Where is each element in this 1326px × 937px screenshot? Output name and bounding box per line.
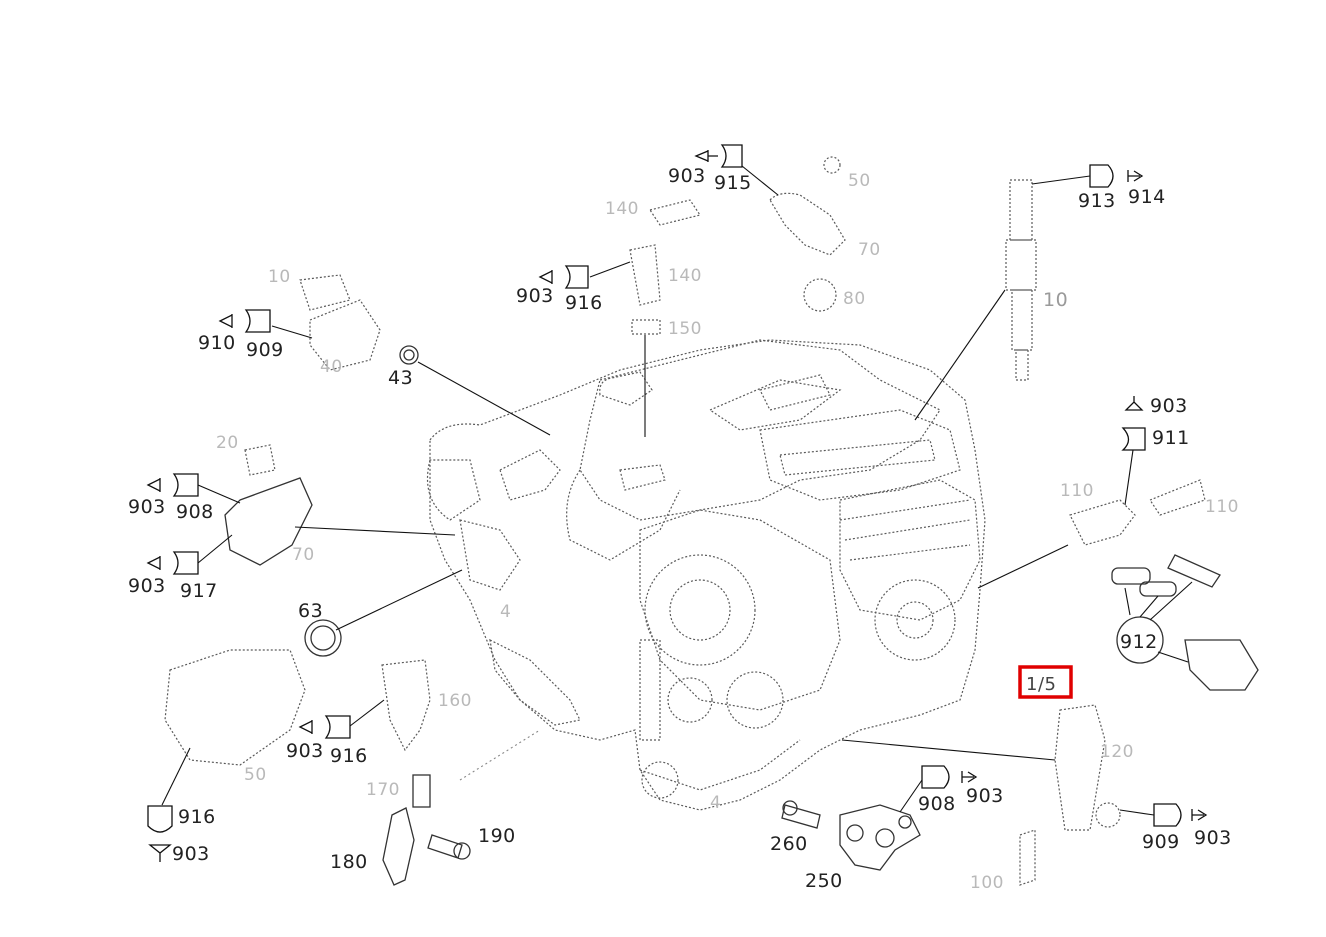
part-label-903[interactable]: 903 bbox=[128, 575, 166, 597]
part-label-63[interactable]: 63 bbox=[298, 600, 323, 622]
connector-socket-icon bbox=[147, 805, 173, 833]
part-label-903[interactable]: 903 bbox=[1194, 827, 1232, 849]
connector-pin-icon bbox=[218, 313, 233, 329]
connector-pin-icon bbox=[1191, 809, 1208, 821]
leader-lines bbox=[161, 165, 1193, 816]
svg-text:50: 50 bbox=[244, 765, 267, 785]
part-label-260[interactable]: 260 bbox=[770, 833, 808, 855]
connector-pin-icon bbox=[148, 844, 172, 862]
connector-pin-icon bbox=[298, 719, 313, 735]
part-label-190[interactable]: 190 bbox=[478, 825, 516, 847]
connector-pin-icon bbox=[146, 477, 161, 493]
part-label-915[interactable]: 915 bbox=[714, 172, 752, 194]
part-label-903[interactable]: 903 bbox=[1150, 395, 1188, 417]
svg-text:110: 110 bbox=[1060, 481, 1094, 501]
svg-text:4: 4 bbox=[500, 602, 511, 622]
connector-symbols bbox=[146, 144, 1208, 862]
connector-socket-icon bbox=[921, 765, 950, 789]
part-label-916[interactable]: 916 bbox=[565, 292, 603, 314]
faded-part-references: 50 140 140 150 70 80 10 40 20 70 160 50 … bbox=[216, 171, 1239, 893]
part-label-903[interactable]: 903 bbox=[966, 785, 1004, 807]
connector-pin-icon bbox=[146, 555, 161, 571]
part-label-909[interactable]: 909 bbox=[1142, 831, 1180, 853]
part-label-917[interactable]: 917 bbox=[180, 580, 218, 602]
part-label-908[interactable]: 908 bbox=[918, 793, 956, 815]
connector-socket-icon bbox=[324, 715, 351, 739]
connector-pin-icon bbox=[694, 150, 718, 162]
part-label-916[interactable]: 916 bbox=[178, 806, 216, 828]
part-label-914[interactable]: 914 bbox=[1128, 186, 1166, 208]
connector-socket-icon bbox=[1089, 164, 1114, 188]
connector-socket-icon bbox=[564, 265, 589, 289]
svg-text:20: 20 bbox=[216, 433, 239, 453]
connector-socket-icon bbox=[172, 551, 199, 575]
peripheral-parts bbox=[164, 156, 1259, 886]
connector-socket-icon bbox=[172, 473, 199, 497]
part-label-909[interactable]: 909 bbox=[246, 339, 284, 361]
part-label-903[interactable]: 903 bbox=[172, 843, 210, 865]
connector-pin-icon bbox=[538, 269, 553, 285]
svg-text:70: 70 bbox=[292, 545, 315, 565]
part-label-903[interactable]: 903 bbox=[128, 496, 166, 518]
highlight-box bbox=[1018, 665, 1073, 699]
connector-socket-icon bbox=[1153, 803, 1182, 827]
engine-assembly bbox=[426, 339, 986, 811]
part-label-903[interactable]: 903 bbox=[516, 285, 554, 307]
part-number-labels: 913 914 10 903 915 903 916 910 909 43 90… bbox=[128, 165, 1232, 892]
svg-text:10: 10 bbox=[268, 267, 291, 287]
connector-pin-icon bbox=[961, 771, 978, 783]
part-label-916[interactable]: 916 bbox=[330, 745, 368, 767]
svg-text:170: 170 bbox=[366, 780, 400, 800]
svg-text:40: 40 bbox=[320, 357, 343, 377]
connector-pin-icon bbox=[1127, 170, 1144, 182]
svg-text:120: 120 bbox=[1100, 742, 1134, 762]
svg-text:150: 150 bbox=[668, 319, 702, 339]
part-label-903[interactable]: 903 bbox=[668, 165, 706, 187]
svg-text:80: 80 bbox=[843, 289, 866, 309]
connector-socket-icon bbox=[1121, 427, 1146, 451]
connector-socket-icon bbox=[244, 309, 271, 333]
svg-text:140: 140 bbox=[605, 199, 639, 219]
part-label-913[interactable]: 913 bbox=[1078, 190, 1116, 212]
highlighted-part-label[interactable]: 1/5 bbox=[1026, 674, 1056, 695]
part-label-912[interactable]: 912 bbox=[1120, 631, 1158, 653]
highlighted-part-callout[interactable]: 1/5 bbox=[1018, 665, 1073, 699]
part-label-250[interactable]: 250 bbox=[805, 870, 843, 892]
part-label-910[interactable]: 910 bbox=[198, 332, 236, 354]
svg-text:110: 110 bbox=[1205, 497, 1239, 517]
part-label-10[interactable]: 10 bbox=[1043, 289, 1068, 311]
svg-text:50: 50 bbox=[848, 171, 871, 191]
svg-text:4: 4 bbox=[710, 793, 721, 813]
svg-text:100: 100 bbox=[970, 873, 1004, 893]
part-label-43[interactable]: 43 bbox=[388, 367, 413, 389]
part-label-180[interactable]: 180 bbox=[330, 851, 368, 873]
part-label-903[interactable]: 903 bbox=[286, 740, 324, 762]
connector-pin-icon bbox=[1124, 396, 1144, 411]
svg-text:140: 140 bbox=[668, 266, 702, 286]
svg-text:70: 70 bbox=[858, 240, 881, 260]
svg-text:160: 160 bbox=[438, 691, 472, 711]
part-label-911[interactable]: 911 bbox=[1152, 427, 1190, 449]
part-label-908[interactable]: 908 bbox=[176, 501, 214, 523]
connector-socket-icon bbox=[720, 144, 743, 168]
